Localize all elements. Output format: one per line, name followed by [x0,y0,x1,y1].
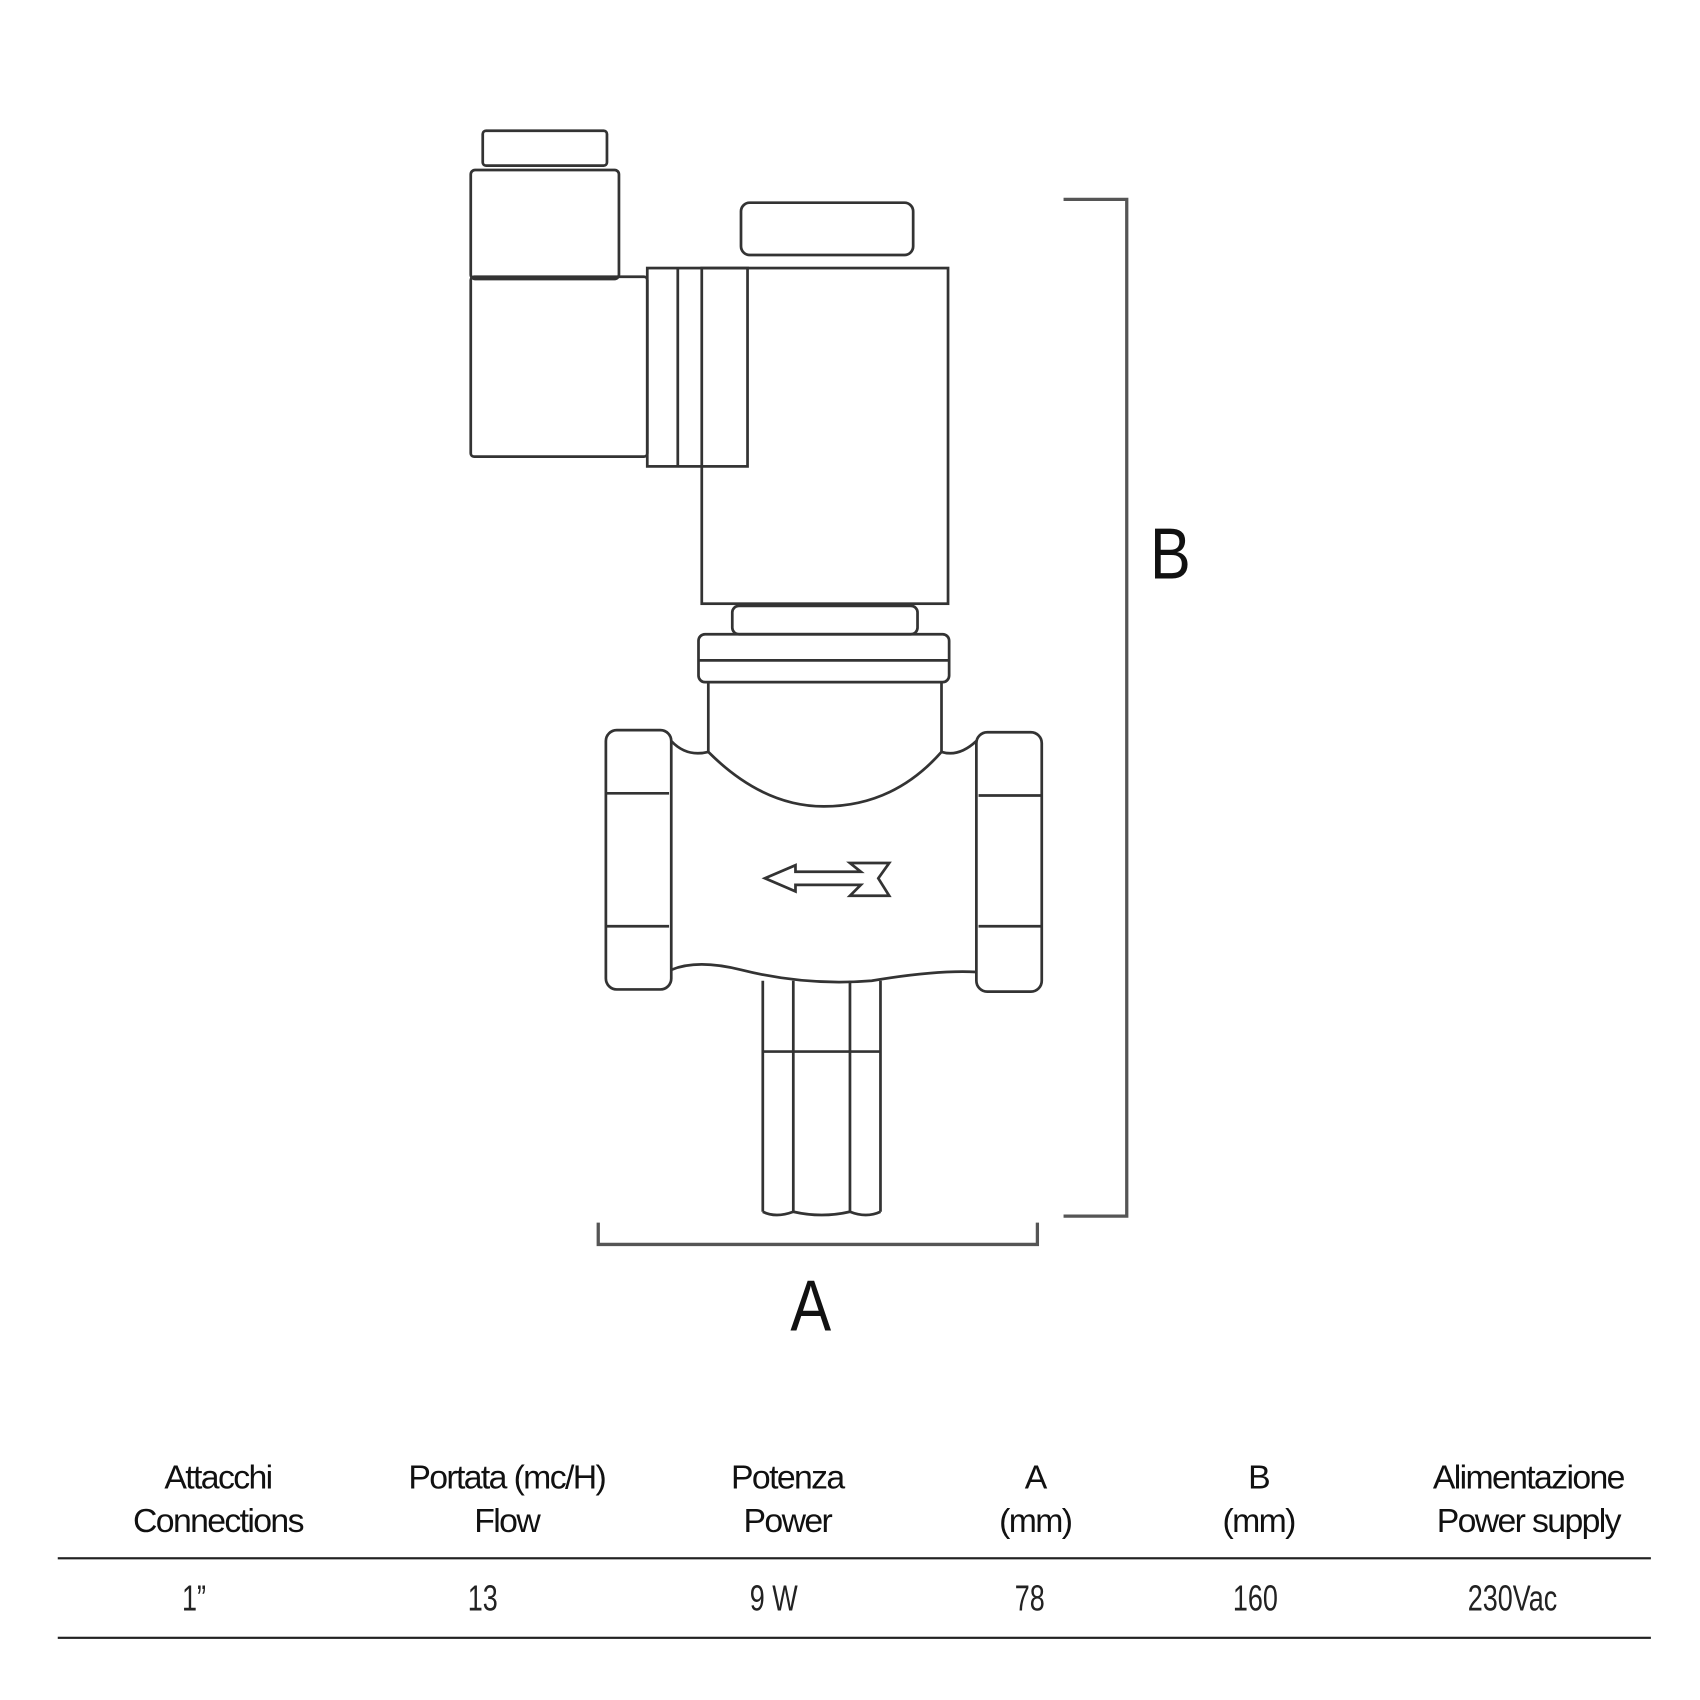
valve-body [604,728,1044,1217]
cell-power-supply: 230Vac [1467,1577,1558,1619]
header-b: B(mm) [1222,1458,1296,1540]
cell-flow: 13 [467,1577,498,1619]
flow-arrow-icon [761,861,892,898]
header-flow: Portata (mc/H)Flow [408,1458,606,1540]
dimension-b-label: B [1149,513,1191,594]
solenoid-valve-drawing [469,129,1129,1247]
cell-power: 9 W [749,1577,798,1619]
dimension-a-label: A [790,1265,832,1346]
cell-a: 78 [1014,1577,1045,1619]
coil-body [697,201,951,752]
dimension-a-line [596,1222,1040,1247]
cell-connections: 1” [181,1577,206,1619]
header-a: A(mm) [999,1458,1073,1540]
cell-b: 160 [1232,1577,1278,1619]
connector-plug [469,129,749,468]
table-bottom-rule [57,1636,1651,1639]
dimension-b-line [1063,197,1129,1218]
table-divider [57,1557,1651,1560]
